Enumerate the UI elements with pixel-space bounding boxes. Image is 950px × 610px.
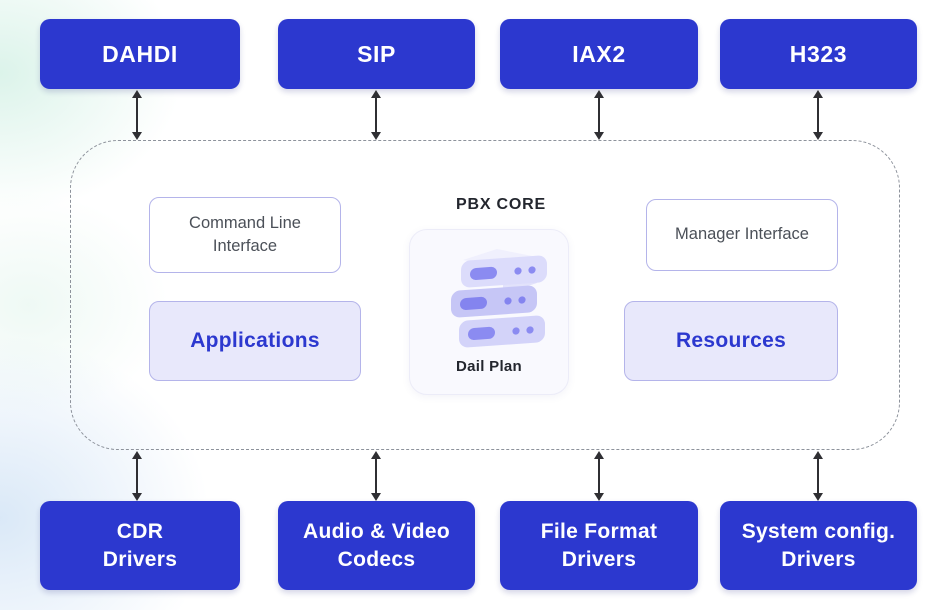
driver-box-codecs-line1: Audio & Video	[302, 519, 450, 543]
command-line-interface-box: Command Line Interface	[149, 197, 341, 273]
pbx-core-region: PBX CORE Command Line Interface Applicat…	[70, 140, 900, 450]
channel-box-iax2: IAX2	[500, 19, 698, 89]
driver-box-codecs-line2: Codecs	[337, 547, 416, 571]
command-line-interface-label: Command Line Interface	[189, 213, 301, 255]
arrow-core-codecs	[375, 458, 377, 494]
applications-box: Applications	[149, 301, 361, 381]
manager-interface-box: Manager Interface	[646, 199, 838, 271]
driver-box-sysconfig-line2: Drivers	[781, 547, 856, 571]
arrow-core-fileformat	[598, 458, 600, 494]
arrow-core-sysconfig	[817, 458, 819, 494]
server-stack-icon	[423, 240, 555, 354]
dial-plan-card: Dail Plan	[409, 229, 569, 395]
driver-box-fileformat-line1: File Format	[540, 519, 658, 543]
driver-box-fileformat: File Format Drivers	[500, 501, 698, 590]
arrow-core-cdr	[136, 458, 138, 494]
arrow-h323-core	[817, 97, 819, 133]
channel-box-dahdi: DAHDI	[40, 19, 240, 89]
resources-box: Resources	[624, 301, 838, 381]
driver-box-cdr-line1: CDR	[116, 519, 164, 543]
channel-box-sip: SIP	[278, 19, 475, 89]
driver-box-cdr: CDR Drivers	[40, 501, 240, 590]
arrow-sip-core	[375, 97, 377, 133]
driver-box-codecs: Audio & Video Codecs	[278, 501, 475, 590]
arrow-dahdi-core	[136, 97, 138, 133]
arrow-iax2-core	[598, 97, 600, 133]
driver-box-fileformat-line2: Drivers	[561, 547, 637, 571]
pbx-core-title: PBX CORE	[456, 196, 546, 213]
channel-box-h323: H323	[720, 19, 917, 89]
driver-box-sysconfig-line1: System config.	[741, 519, 896, 543]
dial-plan-label: Dail Plan	[455, 358, 523, 375]
driver-box-cdr-line2: Drivers	[102, 547, 178, 571]
driver-box-sysconfig: System config. Drivers	[720, 501, 917, 590]
